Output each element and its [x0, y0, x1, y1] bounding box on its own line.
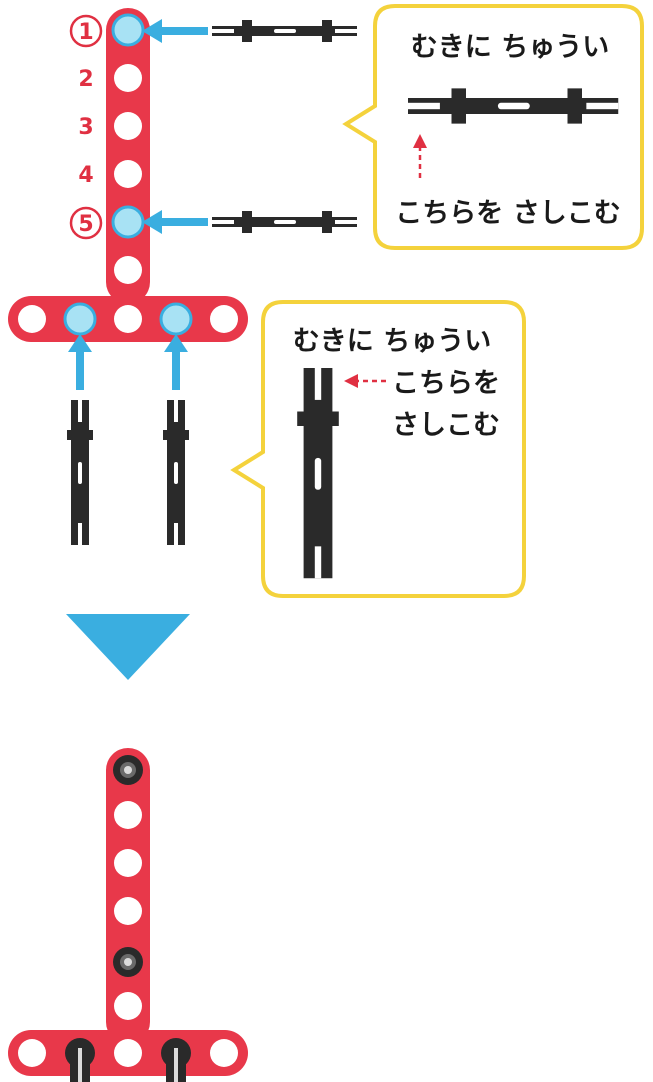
callout-top: むきに ちゅうい こちらを さしこむ: [342, 4, 644, 250]
beam-hole-h5: [210, 305, 238, 333]
beam-hole-h2: [63, 302, 97, 336]
hole-number-1: 1: [78, 20, 93, 45]
callout-mid-heading: むきに ちゅうい: [293, 326, 491, 357]
beam-hole-h4: [159, 302, 193, 336]
pin-side-icon: [161, 1038, 191, 1082]
left-hint-arrow-icon: [344, 374, 386, 388]
callout-top-heading: むきに ちゅうい: [411, 32, 609, 63]
beam-hole-6: [114, 256, 142, 284]
pin-end-icon: [113, 947, 143, 977]
beam-hole-1: [111, 13, 145, 47]
beam-hole: [18, 1039, 46, 1067]
number-circle-1: [69, 14, 103, 48]
pin-icon: [212, 211, 357, 233]
beam-hole-h1: [18, 305, 46, 333]
left-arrow-icon: [142, 19, 208, 43]
pin-end-icon: [113, 755, 143, 785]
beam-hole: [114, 1039, 142, 1067]
pin-col-left: [67, 334, 93, 545]
pin-row-5: [142, 210, 357, 234]
number-circle-5: [69, 206, 103, 240]
beam-hole: [114, 849, 142, 877]
up-arrow-icon: [164, 334, 188, 390]
pin-row-1: [142, 19, 357, 43]
hole-number-3: 3: [78, 115, 93, 140]
up-arrow-icon: [68, 334, 92, 390]
beam-hole: [114, 801, 142, 829]
beam-hole-2: [114, 64, 142, 92]
pin-icon: [67, 400, 93, 545]
beam-hole-3: [114, 112, 142, 140]
pin-col-right: [163, 334, 189, 545]
callout-mid: むきに ちゅうい こちらを さしこむ: [230, 300, 526, 598]
pin-icon: [163, 400, 189, 545]
hole-number-5: 5: [78, 212, 93, 237]
hole-number-4: 4: [78, 163, 93, 188]
beam-hole-5: [111, 205, 145, 239]
t-beam-top: [8, 8, 248, 342]
beam-hole: [210, 1039, 238, 1067]
beam-hole-4: [114, 160, 142, 188]
beam-hole: [114, 897, 142, 925]
hole-number-2: 2: [78, 67, 93, 92]
t-beam-assembled: [8, 748, 248, 1082]
beam-hole-h3: [114, 305, 142, 333]
pin-side-icon: [65, 1038, 95, 1082]
callout-mid-instruction-line2: さしこむ: [392, 410, 500, 441]
left-arrow-icon: [142, 210, 208, 234]
callout-mid-instruction-line1: こちらを: [392, 368, 500, 399]
down-triangle-icon: [66, 614, 190, 680]
callout-top-instruction: こちらを さしこむ: [395, 198, 620, 229]
beam-hole: [114, 992, 142, 1020]
pin-icon: [212, 20, 357, 42]
hole-numbers: 1 2 3 4 5: [69, 14, 103, 240]
up-hint-arrow-icon: [413, 134, 427, 178]
